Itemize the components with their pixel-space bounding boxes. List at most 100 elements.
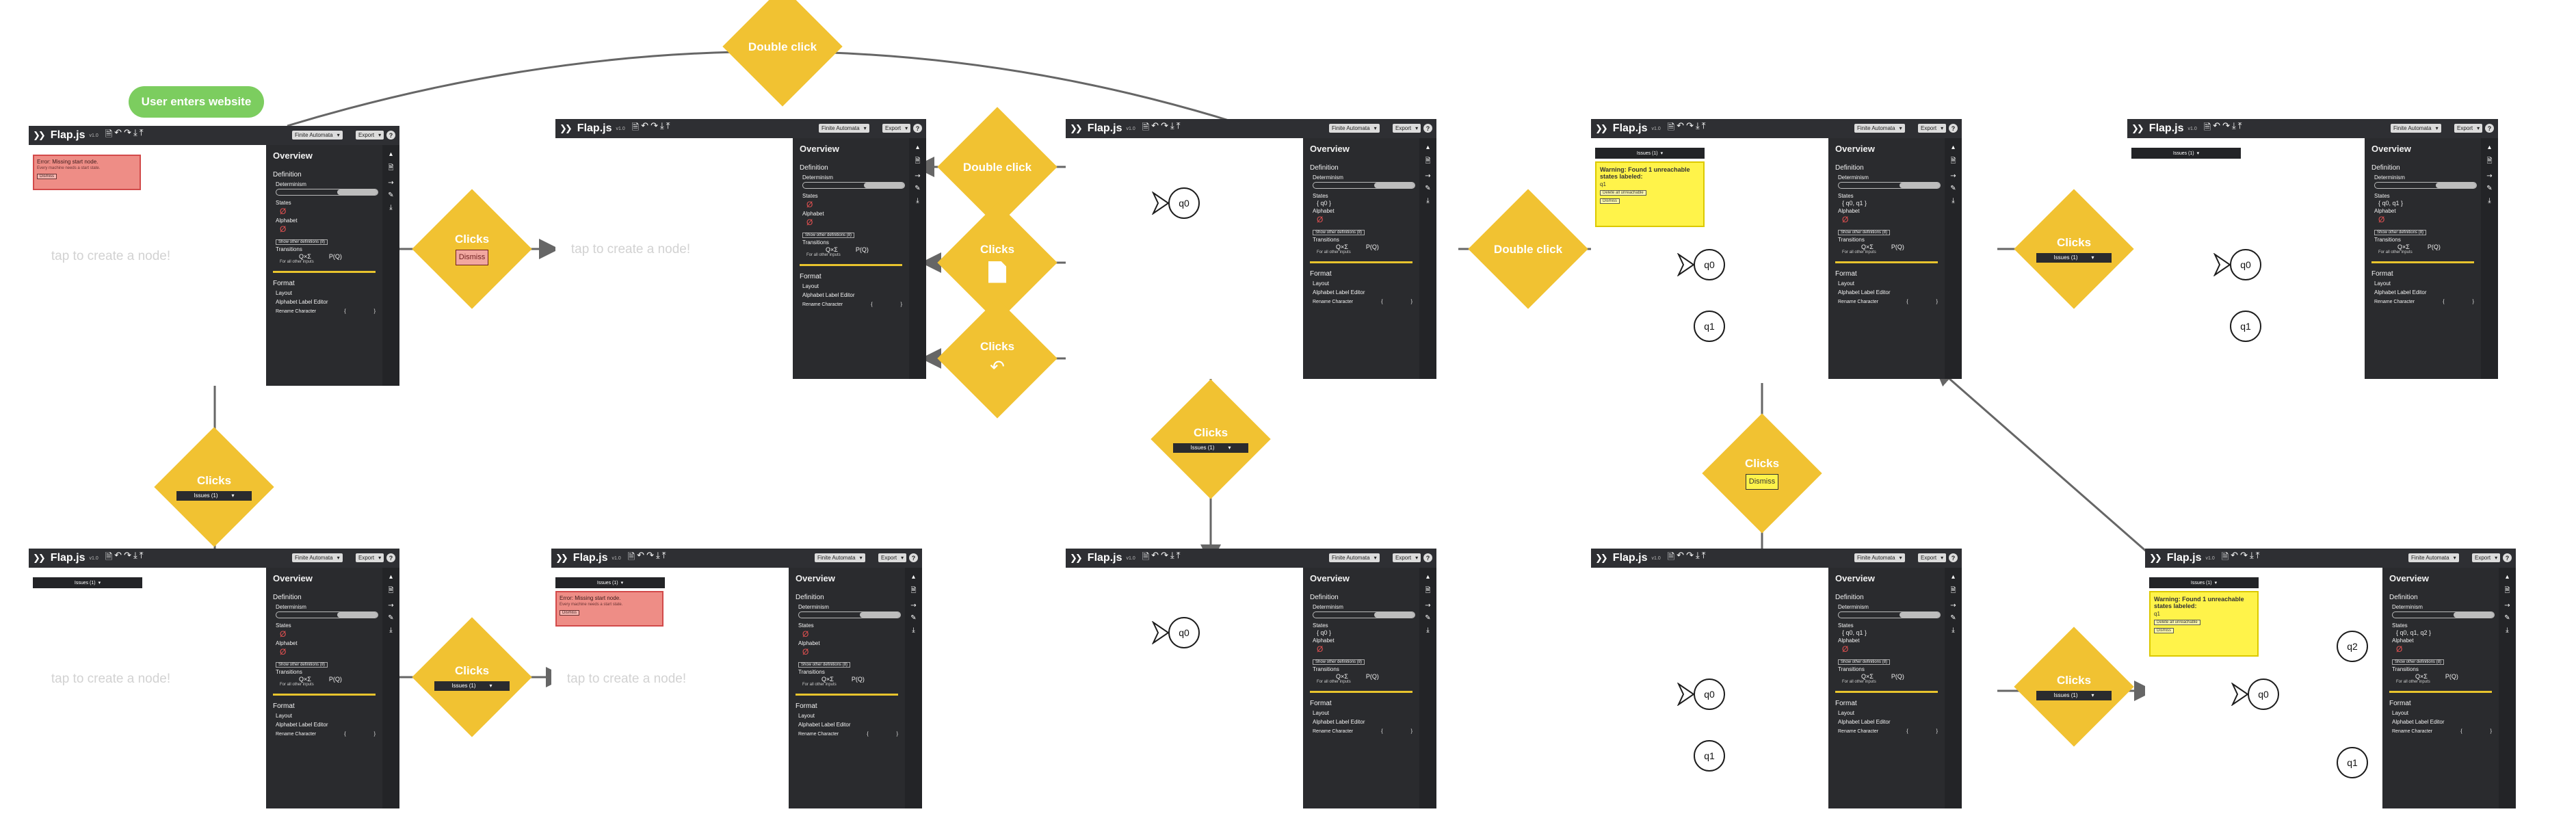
- export-icon[interactable]: ⤓: [1951, 627, 1955, 634]
- upload-icon[interactable]: ⤒: [139, 128, 144, 138]
- menu-icon[interactable]: ▴: [1951, 573, 1956, 581]
- save-icon[interactable]: ⤓: [1170, 551, 1174, 561]
- show-definitions-button[interactable]: Show other definitions (8): [2392, 659, 2445, 665]
- export-select[interactable]: Export▾: [1393, 553, 1421, 562]
- upload-icon[interactable]: ⤒: [666, 121, 670, 131]
- file-icon[interactable]: 🗎: [1425, 587, 1431, 594]
- edit-icon[interactable]: ✎: [388, 614, 394, 622]
- state-node-q0[interactable]: q0: [2230, 249, 2261, 280]
- show-definitions-button[interactable]: Show other definitions (8): [276, 662, 328, 668]
- undo-icon[interactable]: ↶: [114, 128, 122, 138]
- edit-icon[interactable]: ✎: [2504, 614, 2510, 622]
- save-icon[interactable]: ⤓: [133, 128, 137, 138]
- dismiss-button[interactable]: Dismiss: [37, 174, 57, 179]
- save-icon[interactable]: ⤓: [655, 551, 660, 561]
- state-node-q0[interactable]: q0: [1168, 617, 1200, 648]
- determinism-toggle[interactable]: [798, 611, 901, 618]
- show-definitions-button[interactable]: Show other definitions (8): [1313, 659, 1365, 665]
- redo-icon[interactable]: ↷: [1686, 121, 1694, 131]
- save-icon[interactable]: ⤓: [1170, 121, 1174, 131]
- mode-select[interactable]: Finite Automata▾: [1329, 124, 1380, 133]
- export-icon[interactable]: ⤓: [1426, 197, 1430, 205]
- show-definitions-button[interactable]: Show other definitions (8): [1313, 230, 1365, 235]
- show-definitions-button[interactable]: Show other definitions (8): [798, 662, 851, 668]
- show-definitions-button[interactable]: Show other definitions (8): [802, 233, 855, 238]
- new-file-icon[interactable]: 🗎: [105, 129, 113, 140]
- redo-icon[interactable]: ↷: [124, 128, 131, 138]
- run-icon[interactable]: →: [910, 602, 917, 609]
- upload-icon[interactable]: ⤒: [2255, 551, 2260, 561]
- determinism-toggle[interactable]: [802, 182, 905, 189]
- edit-icon[interactable]: ✎: [910, 614, 917, 622]
- run-icon[interactable]: →: [1425, 172, 1431, 180]
- state-node-q0[interactable]: q0: [1694, 679, 1725, 710]
- redo-icon[interactable]: ↷: [1686, 551, 1694, 561]
- new-file-icon[interactable]: 🗎: [1667, 552, 1675, 562]
- help-icon[interactable]: ?: [1423, 553, 1432, 562]
- save-icon[interactable]: ⤓: [659, 121, 664, 131]
- help-icon[interactable]: ?: [2485, 124, 2494, 133]
- mode-select[interactable]: Finite Automata▾: [1854, 124, 1905, 133]
- edit-icon[interactable]: ✎: [1950, 614, 1956, 622]
- edit-icon[interactable]: ✎: [915, 185, 921, 192]
- state-node-q1[interactable]: q1: [2337, 747, 2368, 778]
- export-select[interactable]: Export▾: [1393, 124, 1421, 133]
- upload-icon[interactable]: ⤒: [139, 551, 144, 561]
- export-select[interactable]: Export▾: [356, 131, 384, 140]
- run-icon[interactable]: →: [2486, 172, 2493, 180]
- undo-icon[interactable]: ↶: [2231, 551, 2239, 561]
- determinism-toggle[interactable]: [276, 611, 378, 618]
- export-icon[interactable]: ⤓: [916, 197, 919, 205]
- undo-icon[interactable]: ↶: [637, 551, 645, 561]
- state-node-q0[interactable]: q0: [1694, 249, 1725, 280]
- menu-icon[interactable]: ▴: [1425, 144, 1430, 151]
- mode-select[interactable]: Finite Automata▾: [292, 131, 343, 140]
- edit-icon[interactable]: ✎: [1950, 185, 1956, 192]
- export-select[interactable]: Export▾: [2472, 553, 2501, 562]
- help-icon[interactable]: ?: [909, 553, 918, 562]
- export-select[interactable]: Export▾: [356, 553, 384, 562]
- file-icon[interactable]: 🗎: [915, 157, 921, 165]
- run-icon[interactable]: →: [1425, 602, 1431, 609]
- file-icon[interactable]: 🗎: [1950, 157, 1956, 165]
- menu-icon[interactable]: ▴: [1951, 144, 1956, 151]
- new-file-icon[interactable]: 🗎: [631, 122, 640, 133]
- dismiss-button[interactable]: Dismiss: [560, 610, 579, 616]
- file-icon[interactable]: 🗎: [1950, 587, 1956, 594]
- export-icon[interactable]: ⤓: [2506, 627, 2509, 634]
- undo-icon[interactable]: ↶: [2213, 121, 2221, 131]
- issues-dropdown[interactable]: Issues (1)▾: [33, 577, 142, 588]
- save-icon[interactable]: ⤓: [1695, 121, 1700, 131]
- file-icon[interactable]: 🗎: [2504, 587, 2510, 594]
- export-icon[interactable]: ⤓: [389, 627, 393, 634]
- state-node-q2[interactable]: q2: [2337, 631, 2368, 662]
- file-icon[interactable]: 🗎: [2486, 157, 2493, 165]
- save-icon[interactable]: ⤓: [2249, 551, 2254, 561]
- help-icon[interactable]: ?: [386, 131, 395, 140]
- determinism-toggle[interactable]: [1838, 182, 1941, 189]
- undo-icon[interactable]: ↶: [114, 551, 122, 561]
- state-node-q1[interactable]: q1: [2230, 311, 2261, 342]
- export-icon[interactable]: ⤓: [912, 627, 915, 634]
- export-select[interactable]: Export▾: [1918, 553, 1947, 562]
- redo-icon[interactable]: ↷: [650, 121, 658, 131]
- show-definitions-button[interactable]: Show other definitions (8): [2374, 230, 2427, 235]
- menu-icon[interactable]: ▴: [389, 573, 393, 581]
- issues-dropdown[interactable]: Issues (1)▾: [2131, 148, 2241, 159]
- determinism-toggle[interactable]: [1838, 611, 1941, 618]
- dismiss-button[interactable]: Dismiss: [2154, 628, 2174, 633]
- edit-icon[interactable]: ✎: [388, 192, 394, 199]
- determinism-toggle[interactable]: [1313, 611, 1415, 618]
- export-select[interactable]: Export▾: [1918, 124, 1947, 133]
- save-icon[interactable]: ⤓: [2231, 121, 2236, 131]
- menu-icon[interactable]: ▴: [1425, 573, 1430, 581]
- upload-icon[interactable]: ⤒: [2237, 121, 2242, 131]
- delete-unreachable-button[interactable]: Delete all unreachable: [1600, 190, 1646, 196]
- upload-icon[interactable]: ⤒: [1701, 121, 1706, 131]
- export-icon[interactable]: ⤓: [2488, 197, 2491, 205]
- redo-icon[interactable]: ↷: [2240, 551, 2248, 561]
- redo-icon[interactable]: ↷: [1161, 121, 1168, 131]
- save-icon[interactable]: ⤓: [133, 551, 137, 561]
- mode-select[interactable]: Finite Automata▾: [815, 553, 865, 562]
- menu-icon[interactable]: ▴: [915, 144, 920, 151]
